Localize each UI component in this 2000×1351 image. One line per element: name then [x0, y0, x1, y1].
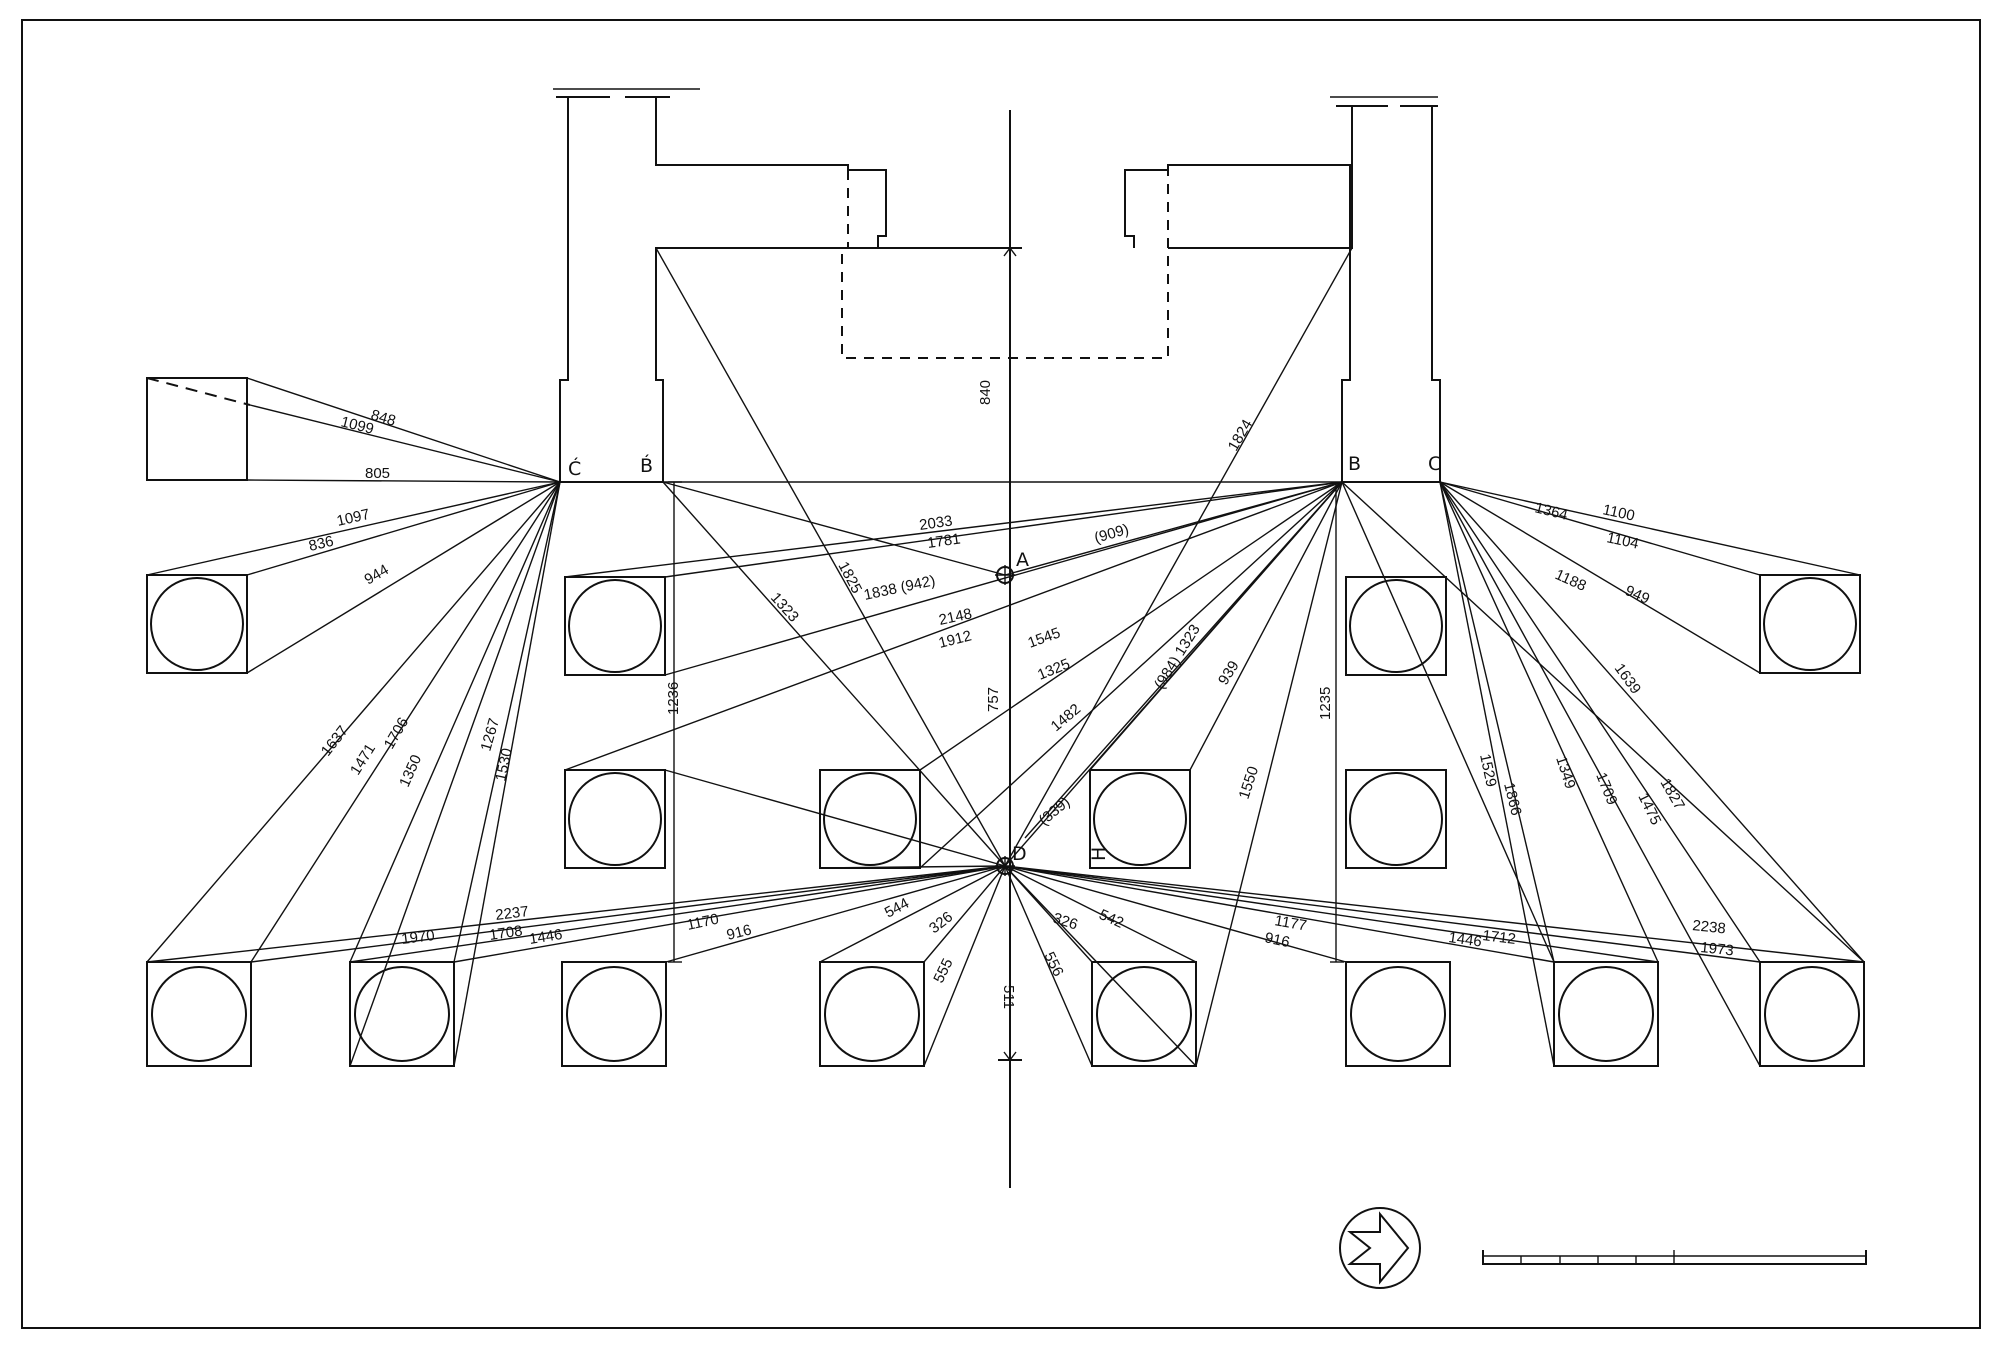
- dist-c-10: 1709: [1592, 770, 1620, 807]
- column-block: [349, 961, 455, 1067]
- sight-lines-b: [564, 247, 1865, 1067]
- vertical-dimension-lines: [668, 481, 1344, 963]
- dist-d-13: 1177: [1273, 912, 1308, 934]
- dist-d-8: 326: [926, 908, 956, 937]
- dist-b-10: (339): [1036, 794, 1074, 830]
- dist-d-9: 555: [930, 956, 956, 986]
- dist-axis-757: 757: [985, 687, 1002, 712]
- column-blocks: [146, 574, 1865, 1067]
- column-block: [1345, 576, 1447, 676]
- dist-d-4: 1446: [528, 926, 564, 948]
- dist-d-11: 556: [1040, 949, 1066, 979]
- column-block: [564, 769, 666, 869]
- label-a: A: [1016, 549, 1029, 571]
- label-b-prime: B́: [640, 455, 653, 477]
- dist-b-8: 939: [1215, 658, 1243, 688]
- dist-d-17: 2238: [1692, 917, 1727, 937]
- column-block: [819, 961, 925, 1067]
- dist-a-3: 1838 (942): [862, 572, 937, 604]
- dist-d-18: 1973: [1700, 939, 1735, 959]
- dist-a-4: (909): [1092, 521, 1130, 547]
- dist-c-6: 1639: [1611, 660, 1644, 697]
- label-c-prime: Ć: [568, 456, 581, 480]
- sight-lines-d: [146, 769, 1865, 1067]
- dist-c-prime-7: 1637: [318, 723, 352, 760]
- dist-c-prime-3: 805: [365, 465, 390, 482]
- dist-d-5: 1170: [685, 911, 720, 934]
- dim-axis-lower: 511: [1000, 985, 1017, 1009]
- dim-axis-upper: 840: [977, 380, 994, 405]
- dim-right-vertical: 1235: [1317, 687, 1334, 720]
- dist-b-prime-1: 1323: [767, 589, 802, 625]
- dist-d-14: 916: [1263, 929, 1291, 951]
- dist-d-6: 916: [725, 921, 753, 944]
- dist-d-15: 1446: [1447, 929, 1482, 950]
- left-annex-box: [146, 377, 561, 483]
- dist-d-12: 542: [1096, 906, 1126, 932]
- dist-c-3: 1104: [1605, 529, 1640, 552]
- sight-lines-c: [1439, 481, 1865, 1067]
- column-block: [1089, 769, 1191, 869]
- right-building-outline: [1124, 96, 1441, 483]
- label-h: H: [1088, 847, 1110, 861]
- dist-b-1: 1824: [1225, 417, 1256, 454]
- dist-b-6: 1482: [1048, 701, 1084, 735]
- dist-d-2: 1970: [400, 927, 435, 948]
- dist-c-1: 1364: [1533, 499, 1569, 524]
- scale-bar: [1482, 1250, 1867, 1265]
- column-block: [146, 574, 248, 674]
- dist-b-prime-2: 1825: [834, 559, 865, 596]
- dist-d-1: 2237: [494, 903, 529, 924]
- dist-d-10: 326: [1051, 910, 1080, 934]
- left-building-outline: [553, 88, 1342, 483]
- column-block: [561, 961, 667, 1067]
- sheet-border: [21, 19, 1981, 1329]
- column-block: [1345, 769, 1447, 869]
- dist-c-2: 1100: [1601, 501, 1636, 524]
- central-axis: [998, 110, 1022, 1188]
- dist-a-1: 2033: [918, 512, 953, 533]
- dist-c-5: 949: [1622, 582, 1652, 608]
- dist-b-2: 2148: [937, 605, 973, 629]
- sight-lines-b-prime: [655, 247, 1006, 867]
- column-block: [564, 576, 666, 676]
- dist-c-9: 1349: [1552, 754, 1578, 791]
- dim-left-vertical: 1236: [665, 682, 682, 715]
- dist-b-3: 1912: [937, 627, 973, 652]
- label-b: B: [1348, 453, 1361, 475]
- column-block: [1759, 961, 1865, 1067]
- column-block: [1553, 961, 1659, 1067]
- sight-lines-c-prime: [146, 481, 561, 1067]
- dist-c-prime-10: 1350: [396, 752, 425, 789]
- dist-c-prime-6: 944: [362, 561, 392, 588]
- dist-a-2: 1781: [926, 530, 961, 551]
- dashed-outline: [841, 170, 1169, 359]
- column-block: [146, 961, 252, 1067]
- label-c: C: [1428, 453, 1441, 475]
- dist-b-9: 1550: [1236, 764, 1262, 801]
- north-arrow-icon: [1339, 1207, 1421, 1289]
- dist-d-16: 1712: [1482, 927, 1517, 948]
- dist-b-4: 1545: [1026, 624, 1063, 651]
- dist-c-prime-1: 848: [369, 407, 398, 430]
- dist-c-prime-5: 836: [307, 533, 335, 555]
- dist-c-prime-8: 1471: [347, 741, 379, 778]
- label-d: D: [1012, 843, 1027, 865]
- dist-d-7: 544: [882, 895, 912, 922]
- dist-c-7: 1529: [1476, 752, 1500, 788]
- dist-d-3: 1708: [488, 922, 523, 943]
- column-block: [819, 769, 921, 869]
- column-block: [1345, 961, 1451, 1067]
- dist-c-4: 1188: [1552, 566, 1588, 595]
- column-block: [1759, 574, 1861, 674]
- station-a-marker: [995, 565, 1015, 585]
- dist-c-11: 1475: [1634, 790, 1664, 827]
- dist-c-prime-12: 1530: [492, 747, 516, 783]
- station-d-marker: [995, 856, 1015, 876]
- dist-c-12: 1827: [1657, 776, 1688, 813]
- column-block: [1091, 961, 1197, 1067]
